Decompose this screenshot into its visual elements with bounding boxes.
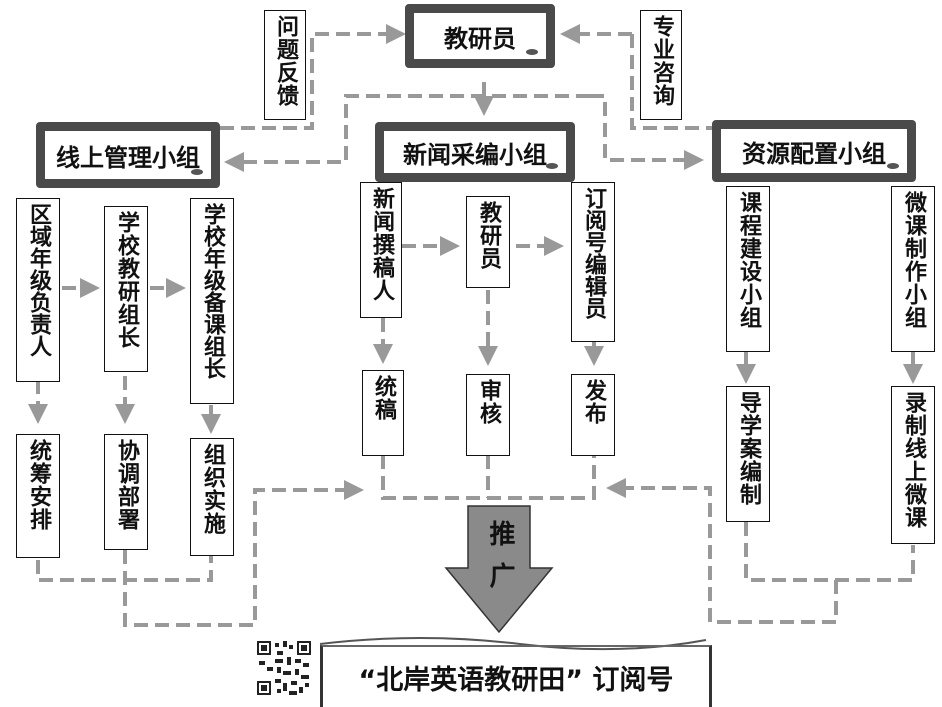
news-researcher-box: 教研员 <box>466 196 510 288</box>
editor-box: 订阅号编辑员 <box>571 182 615 342</box>
coordinate-box: 协调部署 <box>104 434 148 550</box>
monitor-led-icon <box>546 163 558 169</box>
feedback-label: 问题反馈 <box>264 10 306 120</box>
consult-label: 专业咨询 <box>640 10 682 120</box>
online-group-node: 线上管理小组 <box>36 122 220 188</box>
monitor-led-icon <box>887 163 899 169</box>
grade-lead-box: 学校年级备课组长 <box>190 198 234 404</box>
district-lead-box: 区域年级负责人 <box>16 198 60 382</box>
publish-box: 发布 <box>571 374 615 456</box>
news-group-node: 新闻采编小组 <box>375 122 575 182</box>
draft-box: 统稿 <box>362 370 404 456</box>
course-group-box: 课程建设小组 <box>726 186 770 352</box>
organize-box: 组织实施 <box>190 438 234 556</box>
coord-all-box: 统筹安排 <box>16 434 60 558</box>
review-box: 审核 <box>466 374 510 456</box>
monitor-led-icon <box>191 169 203 175</box>
monitor-led-icon <box>526 49 538 55</box>
school-lead-box: 学校教研组长 <box>104 206 148 372</box>
resource-group-node: 资源配置小组 <box>712 120 916 182</box>
promote-label: 推广 <box>485 520 515 604</box>
researcher-node: 教研员 <box>405 4 555 68</box>
qr-code-icon <box>255 639 313 697</box>
news-writer-box: 新闻撰稿人 <box>360 182 402 318</box>
guide-box: 导学案编制 <box>726 386 770 522</box>
subscription-banner: “北岸英语教研田” 订阅号 <box>320 645 712 707</box>
micro-group-box: 微课制作小组 <box>891 186 935 352</box>
record-box: 录制线上微课 <box>891 386 935 544</box>
